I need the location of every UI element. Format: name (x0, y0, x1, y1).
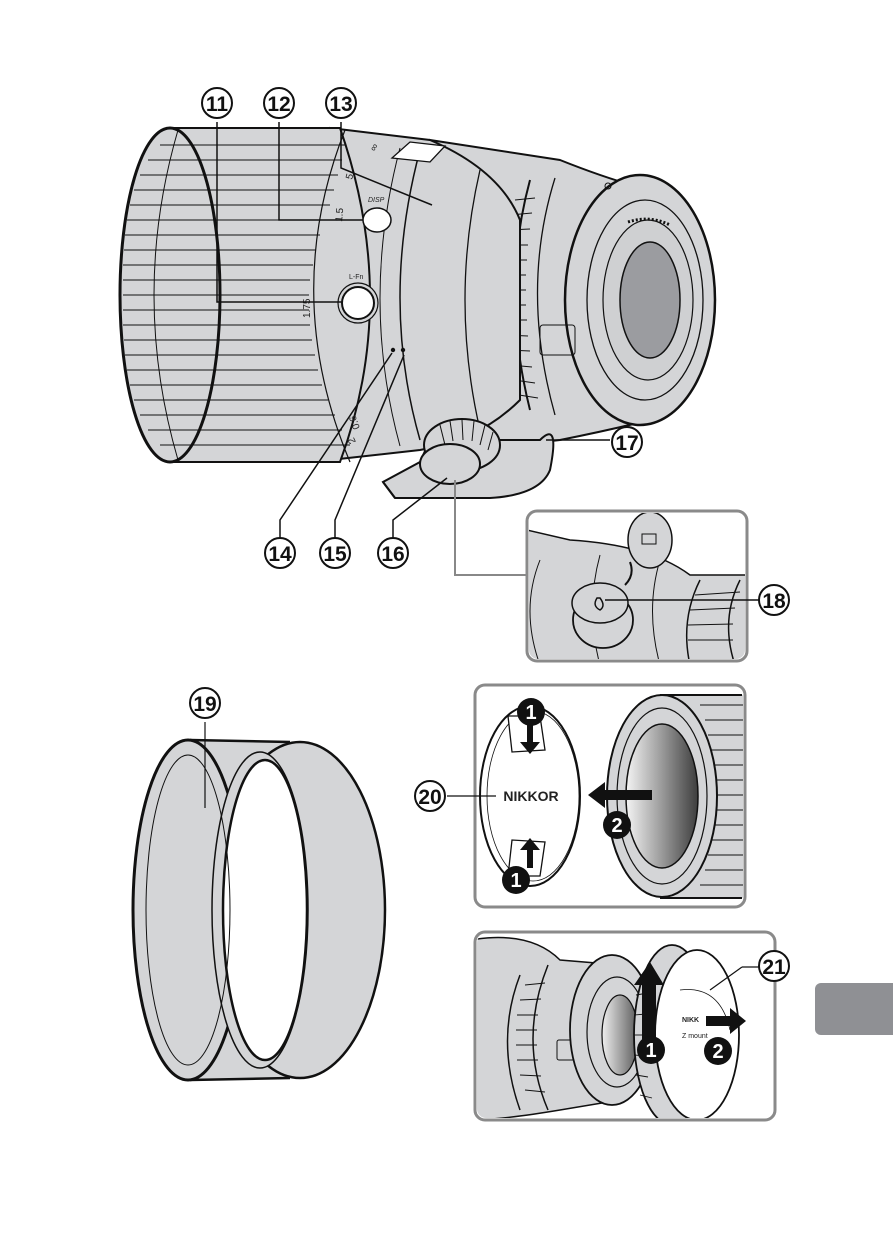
callout-12: 12 (263, 87, 295, 119)
svg-text:16: 16 (381, 543, 404, 566)
callout-21: 21 (758, 950, 790, 982)
scale-0-6: 0.6 (348, 413, 363, 430)
callout-15: 15 (319, 537, 351, 569)
step-1-top: 1 (517, 698, 545, 726)
leader-lines (216, 122, 610, 576)
step-1-rear: 1 (637, 1036, 665, 1064)
rear-glass-element (619, 241, 681, 359)
rear-cap-mount: Z mount (682, 1033, 708, 1040)
step-1-bottom: 1 (502, 866, 530, 894)
svg-text:1: 1 (645, 1040, 656, 1062)
callout-14: 14 (264, 537, 296, 569)
svg-text:13: 13 (329, 93, 352, 116)
callout-18: 18 (758, 584, 790, 616)
arrow-up-icon (520, 838, 540, 868)
lfn-label: L-Fn (349, 274, 364, 281)
scale-1-5: 1.5 (334, 207, 346, 222)
scale-1-75: 1.75 (302, 298, 313, 318)
rear-cap-brand: NIKK (682, 1017, 699, 1024)
arrow-left-icon (588, 782, 652, 808)
callout-13: 13 (325, 87, 357, 119)
microphone-14 (390, 347, 396, 353)
inset-rear-cap: NIKK Z mount 1 2 (473, 930, 777, 1122)
callout-19: 19 (189, 687, 221, 719)
scale-2: 2 (346, 435, 359, 445)
focus-ring-grip (123, 144, 350, 446)
arrow-rotate-icon (634, 962, 664, 1050)
disp-label: DISP (368, 197, 385, 204)
lens-hood (131, 738, 387, 1082)
svg-text:12: 12 (267, 93, 290, 116)
svg-text:20: 20 (418, 786, 441, 809)
svg-text:17: 17 (615, 432, 638, 455)
front-cap-brand: NIKKOR (503, 788, 558, 804)
callout-20: 20 (414, 780, 446, 812)
step-2-rear: 2 (704, 1037, 732, 1065)
arrow-right-icon (706, 1008, 746, 1034)
svg-text:1: 1 (525, 702, 536, 724)
scale-5: 5 (344, 172, 356, 181)
main-lens-illustration: ∞ 5 1.5 1.75 0.6 2 DISP L-Fn (118, 126, 717, 499)
svg-text:1: 1 (510, 870, 521, 892)
svg-text:2: 2 (712, 1041, 723, 1063)
svg-text:18: 18 (762, 590, 786, 613)
svg-text:14: 14 (268, 543, 292, 566)
callout-16: 16 (377, 537, 409, 569)
arrow-down-icon (520, 723, 540, 754)
callout-17: 17 (611, 426, 643, 458)
inset-knob-detail (525, 509, 760, 663)
svg-text:19: 19 (193, 693, 216, 716)
callout-11: 11 (201, 87, 233, 119)
svg-text:11: 11 (206, 93, 229, 116)
tripod-foot (381, 418, 555, 499)
step-2-front: 2 (603, 811, 631, 839)
scale-infinity: ∞ (368, 142, 381, 154)
svg-text:15: 15 (323, 543, 347, 566)
svg-text:21: 21 (762, 956, 786, 979)
disp-button[interactable] (362, 207, 392, 233)
inset-front-cap: NIKKOR 1 1 2 (473, 683, 747, 909)
svg-text:2: 2 (611, 815, 622, 837)
index-dot-15 (400, 347, 406, 353)
lfn-button[interactable] (341, 286, 375, 320)
section-tab (815, 983, 893, 1035)
